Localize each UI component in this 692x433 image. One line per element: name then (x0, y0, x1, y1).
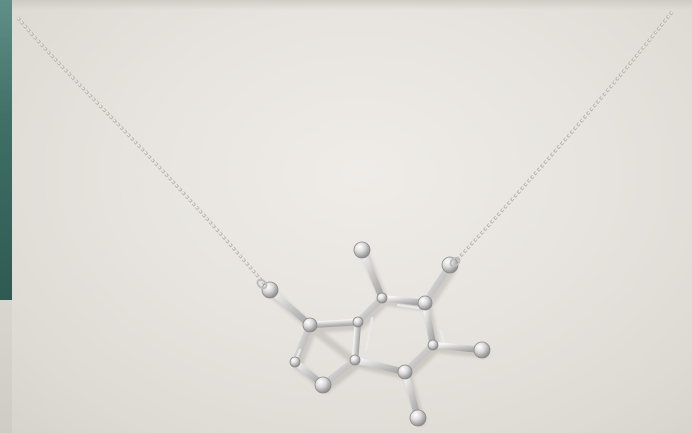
left-edge-strip (0, 0, 12, 300)
molecule-pendant-atoms (261, 241, 491, 427)
chain-jump-rings (256, 256, 461, 290)
top-shadow (12, 0, 692, 10)
left-edge-strip-light (0, 300, 12, 433)
necklace-chain-right (453, 11, 674, 264)
necklace-chain-left (16, 16, 270, 290)
